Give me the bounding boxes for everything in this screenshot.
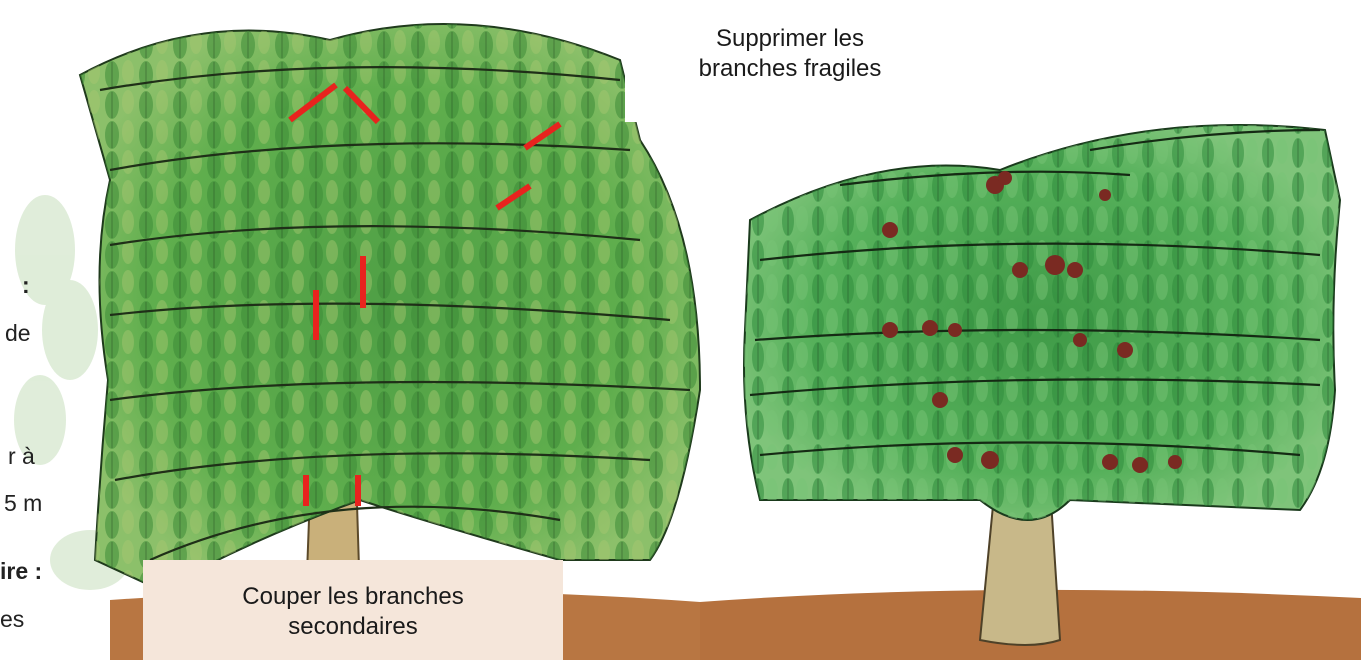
left-coffee-tree-canopy: [80, 24, 700, 590]
left-text-fragment: r à: [8, 445, 35, 468]
label-line: branches fragiles: [625, 54, 955, 84]
left-text-fragment: de: [5, 322, 31, 345]
left-text-fragment: es: [0, 608, 24, 631]
left-text-fragment: ire :: [0, 560, 42, 583]
label-line: Couper les branches: [143, 582, 563, 612]
left-text-fragment: :: [22, 274, 30, 297]
label-line: secondaires: [143, 612, 563, 642]
right-coffee-tree-canopy: [744, 125, 1340, 520]
left-text-fragment: 5 m: [4, 492, 42, 515]
remove-fragile-branches-label: Supprimer les branches fragiles: [625, 22, 955, 122]
cut-secondary-branches-label: Couper les branches secondaires: [143, 560, 563, 660]
label-line: Supprimer les: [625, 24, 955, 54]
